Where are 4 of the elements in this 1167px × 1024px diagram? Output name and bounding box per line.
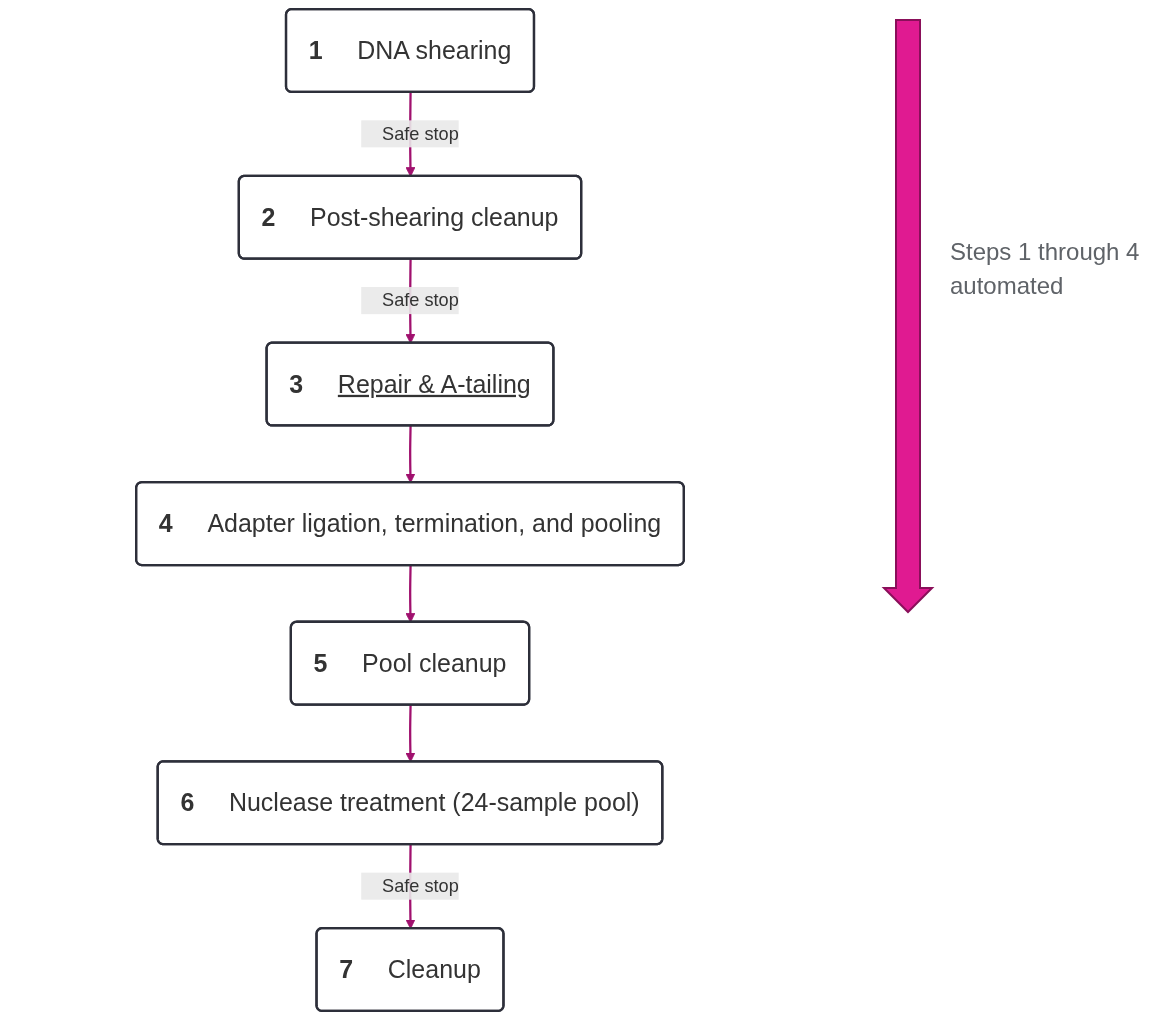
annotation-text: Steps 1 through 4 automated: [950, 237, 1141, 301]
edge-label: Safe stop: [382, 875, 459, 896]
edge-label: Safe stop: [382, 290, 459, 310]
edge-label: Safe stop: [382, 123, 459, 143]
